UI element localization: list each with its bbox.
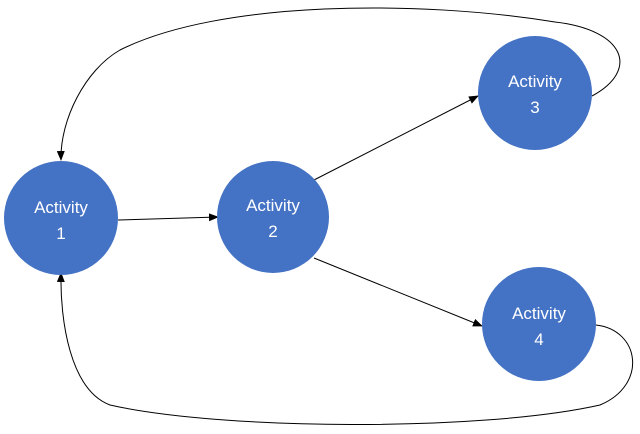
node-activity-2: Activity 2 [217,161,329,273]
node-activity-4-label: Activity [512,304,566,323]
node-activity-3-label: Activity [508,72,562,91]
node-activity-4-number: 4 [534,330,543,349]
node-activity-2-circle [217,161,329,273]
node-activity-4: Activity 4 [482,267,596,381]
edge-activity-3-to-activity-1 [56,7,621,161]
node-activity-4-circle [482,267,596,381]
node-activity-1-circle [4,161,118,275]
edge-activity-2-to-activity-3 [313,95,479,181]
edge-activity-2-to-activity-4 [313,257,483,327]
edges [56,7,634,425]
node-activity-3: Activity 3 [478,36,592,150]
node-activity-1: Activity 1 [4,161,118,275]
node-activity-3-number: 3 [530,98,539,117]
edge-activity-4-to-activity-1 [56,272,634,425]
node-activity-1-number: 1 [56,224,65,243]
node-activity-1-label: Activity [34,198,88,217]
node-activity-3-circle [478,36,592,150]
node-activity-2-label: Activity [246,196,300,215]
node-activity-2-number: 2 [268,222,277,241]
edge-activity-1-to-activity-2 [117,213,219,222]
